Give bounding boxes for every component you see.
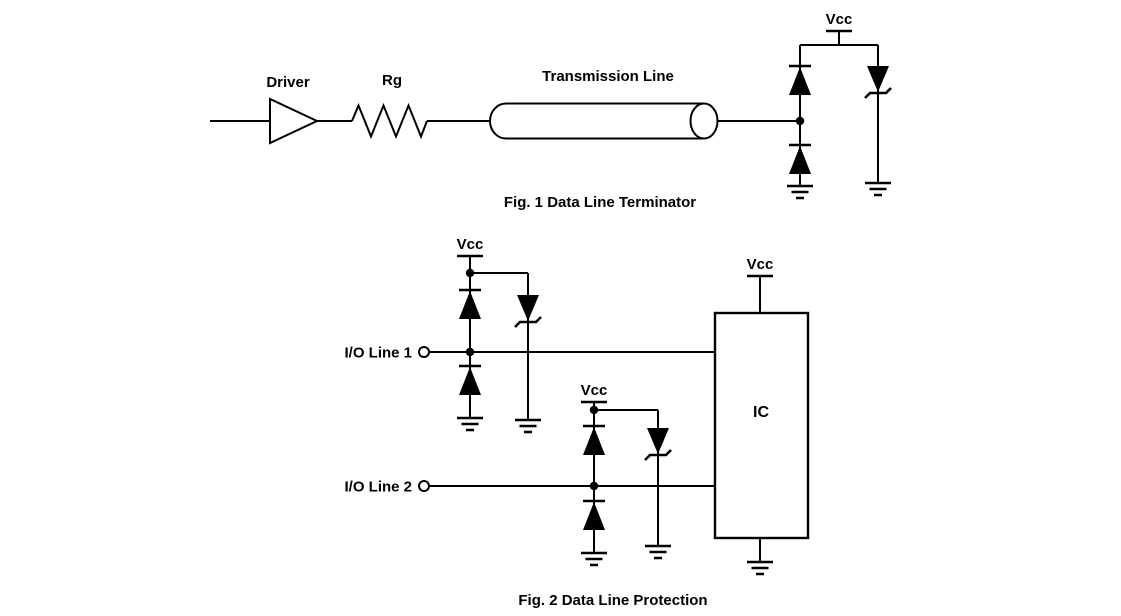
vcc-label-line1: Vcc xyxy=(457,236,484,253)
zener-cathode-bar xyxy=(644,449,672,461)
ground-symbol xyxy=(787,184,813,200)
diode-triangle xyxy=(459,367,481,395)
clamp-diode-to-ground xyxy=(583,499,605,530)
ground-symbol xyxy=(865,181,891,197)
io-line1-protection-cell: Vcc xyxy=(457,236,542,434)
ic-body xyxy=(713,311,810,540)
fig1-data-line-terminator: Driver Rg Transmission Line Vcc xyxy=(210,11,892,211)
zener-triangle xyxy=(647,428,669,454)
ic-block: Vcc IC xyxy=(713,256,810,576)
diode-triangle xyxy=(789,67,811,95)
zener-tvs-diode xyxy=(644,410,672,546)
ground-symbol xyxy=(747,560,773,576)
zener-cathode-bar xyxy=(864,87,892,99)
junction-dot xyxy=(795,116,805,126)
ground-symbol xyxy=(515,418,541,434)
driver-buffer-symbol xyxy=(269,97,320,145)
fig2-caption: Fig. 2 Data Line Protection xyxy=(518,592,707,609)
io-line2-label: I/O Line 2 xyxy=(344,479,412,496)
zener-tvs-diode xyxy=(864,45,892,183)
clamp-diode-to-vcc xyxy=(789,64,811,95)
vcc-label: Vcc xyxy=(826,11,853,28)
transmission-line-body xyxy=(489,102,704,140)
zener-triangle xyxy=(517,295,539,321)
zener-cathode-bar xyxy=(514,316,542,328)
io-line1-label: I/O Line 1 xyxy=(344,345,412,362)
zener-triangle xyxy=(867,66,889,92)
fig1-caption: Fig. 1 Data Line Terminator xyxy=(504,194,696,211)
ic-label: IC xyxy=(753,404,769,421)
resistor-rg-symbol xyxy=(351,102,428,140)
fig2-data-line-protection: Vcc xyxy=(344,236,810,609)
transmission-line-end-cap xyxy=(689,102,719,140)
clamp-diode-to-ground xyxy=(459,364,481,395)
clamp-diode-to-vcc xyxy=(583,424,605,455)
diode-triangle xyxy=(583,502,605,530)
resistor-rg-label: Rg xyxy=(382,72,402,89)
diode-triangle xyxy=(459,291,481,319)
vcc-label-ic: Vcc xyxy=(747,256,774,273)
transmission-line-label: Transmission Line xyxy=(542,68,674,85)
io-line2-protection-cell: Vcc xyxy=(581,382,672,567)
io-line2-terminal xyxy=(418,480,430,492)
diode-triangle xyxy=(583,427,605,455)
diode-triangle xyxy=(789,146,811,174)
vcc-label-line2: Vcc xyxy=(581,382,608,399)
ground-symbol xyxy=(645,544,671,560)
io-line1-terminal xyxy=(418,346,430,358)
ground-symbol xyxy=(457,416,483,432)
clamp-diode-to-ground xyxy=(789,143,811,174)
zener-tvs-diode xyxy=(514,273,542,420)
driver-label: Driver xyxy=(266,74,310,91)
clamp-diode-to-vcc xyxy=(459,288,481,319)
ground-symbol xyxy=(581,551,607,567)
